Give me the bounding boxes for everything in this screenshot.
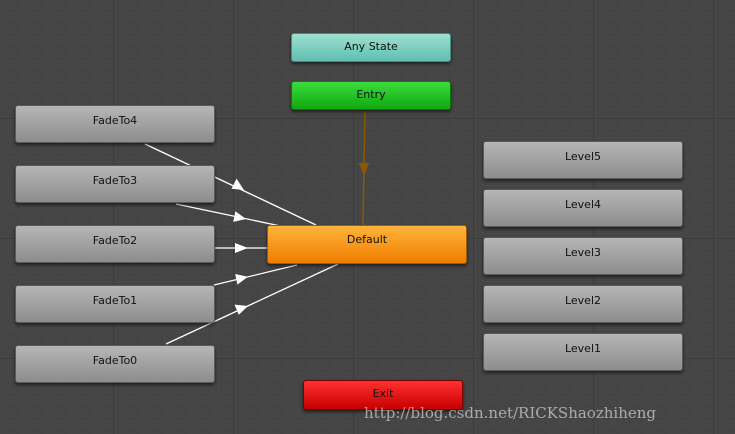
any-state-label: Any State	[344, 40, 398, 53]
state-label: Level2	[564, 294, 602, 307]
state-label: FadeTo2	[92, 234, 138, 247]
default-state-label: Default	[346, 233, 388, 246]
transition-arrowhead	[235, 243, 248, 253]
state-label: FadeTo4	[92, 114, 138, 127]
state-level4[interactable]: Level4	[483, 189, 683, 227]
transition-arrowhead	[235, 274, 248, 285]
default-state-node[interactable]: Default	[267, 225, 467, 264]
state-level2[interactable]: Level2	[483, 285, 683, 323]
transition-arrowhead	[233, 211, 246, 222]
state-level1[interactable]: Level1	[483, 333, 683, 371]
transition-fadeto3-default[interactable]	[175, 203, 291, 229]
state-label: FadeTo1	[92, 294, 138, 307]
state-fadeto0[interactable]: FadeTo0	[15, 345, 215, 383]
state-label: FadeTo3	[92, 174, 138, 187]
exit-label: Exit	[372, 387, 394, 400]
transition-arrowhead	[359, 163, 369, 176]
state-label: Level3	[564, 246, 602, 259]
transition-fadeto1-default[interactable]	[213, 264, 298, 286]
transition-arrowhead	[234, 304, 248, 315]
state-label: Level1	[564, 342, 602, 355]
watermark-text: http://blog.csdn.net/RICKShaozhiheng	[364, 404, 657, 422]
entry-node[interactable]: Entry	[291, 81, 451, 110]
transition-arrowhead	[231, 178, 244, 190]
state-level5[interactable]: Level5	[483, 141, 683, 179]
state-fadeto4[interactable]: FadeTo4	[15, 105, 215, 143]
any-state-node[interactable]: Any State	[291, 33, 451, 62]
state-level3[interactable]: Level3	[483, 237, 683, 275]
state-label: Level4	[564, 198, 602, 211]
transition-fadeto4-default[interactable]	[144, 143, 317, 226]
entry-label: Entry	[356, 88, 386, 101]
state-fadeto3[interactable]: FadeTo3	[15, 165, 215, 203]
transition-fadeto0-default[interactable]	[165, 263, 339, 345]
state-fadeto1[interactable]: FadeTo1	[15, 285, 215, 323]
exit-node[interactable]: Exit	[303, 380, 463, 410]
state-label: Level5	[564, 150, 602, 163]
state-label: FadeTo0	[92, 354, 138, 367]
state-fadeto2[interactable]: FadeTo2	[15, 225, 215, 263]
